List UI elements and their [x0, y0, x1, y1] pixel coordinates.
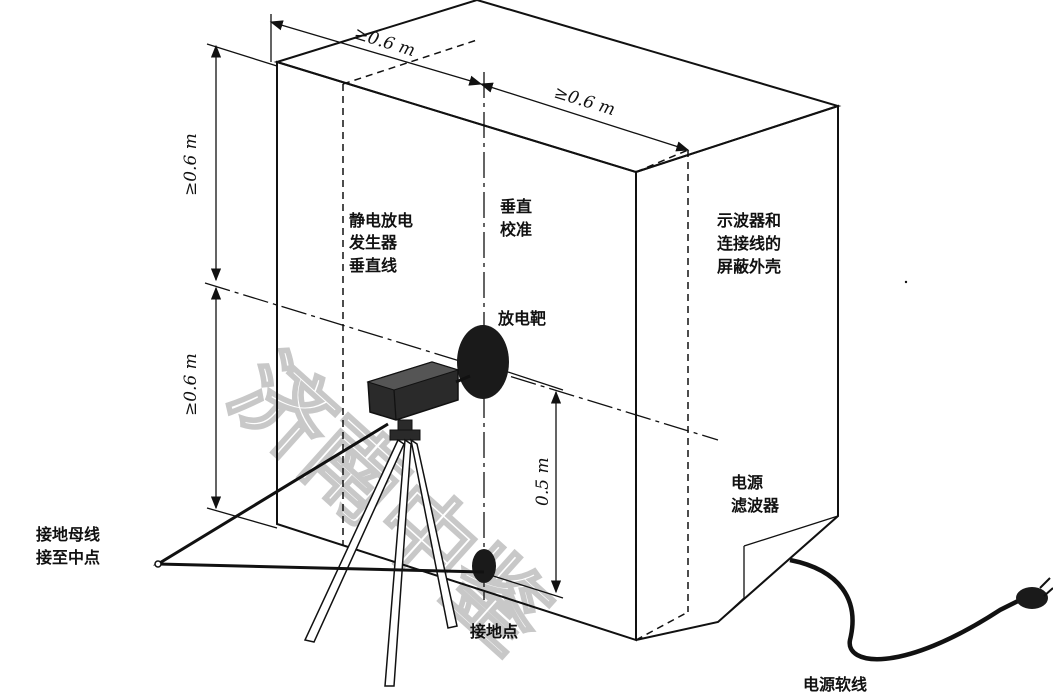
tripod-leg-left — [303, 438, 405, 643]
ground-bus-label-1: 接地母线 — [36, 525, 100, 544]
discharge-target-label: 放电靶 — [497, 309, 546, 328]
top-width-dimension — [269, 20, 483, 86]
shield-label-1: 示波器和 — [717, 211, 781, 230]
upper-height-label: ≥0.6 m — [181, 133, 201, 196]
shield-label-2: 连接线的 — [717, 234, 781, 253]
esd-vertical-label-2: 发生器 — [348, 233, 398, 252]
esd-vertical-label-3: 垂直线 — [349, 256, 397, 275]
lower-height-label: ≥0.6 m — [181, 353, 201, 416]
enclosure-right-face — [635, 104, 839, 641]
esd-generator-tripod — [303, 361, 471, 687]
top-depth-label: ≥0.6 m — [552, 83, 618, 120]
top-depth-dimension — [479, 82, 690, 152]
ground-point-label: 接地点 — [470, 622, 518, 641]
tripod-leg-center — [384, 438, 412, 687]
power-plug — [1016, 587, 1048, 609]
text-labels: 静电放电 发生器 垂直线 垂直 校准 示波器和 连接线的 屏蔽外壳 放电靶 电源… — [36, 197, 867, 694]
ground-bus-wire — [152, 422, 485, 574]
power-cord — [789, 557, 1053, 662]
power-cord-label: 电源软线 — [803, 675, 867, 694]
discharge-target-disc — [457, 325, 509, 399]
shield-label-3: 屏蔽外壳 — [717, 257, 781, 276]
esd-vertical-label-1: 静电放电 — [349, 211, 413, 230]
bottom-guide — [635, 611, 689, 641]
power-filter-label-2: 滤波器 — [731, 496, 780, 515]
horizontal-centerline — [204, 282, 719, 441]
vertical-calibration-label-2: 校准 — [500, 220, 532, 239]
targets — [457, 325, 509, 583]
power-filter-label-1: 电源 — [731, 473, 763, 492]
ground-point-dot — [472, 549, 496, 583]
dimension-lines — [206, 14, 690, 599]
target-height-label: 0.5 m — [533, 457, 553, 506]
ground-bus-label-2: 接至中点 — [36, 548, 100, 567]
tripod-leg-right — [409, 438, 458, 629]
top-right-guide — [635, 149, 689, 173]
power-filter-box — [717, 515, 839, 623]
vertical-calibration-label-1: 垂直 — [500, 197, 532, 216]
